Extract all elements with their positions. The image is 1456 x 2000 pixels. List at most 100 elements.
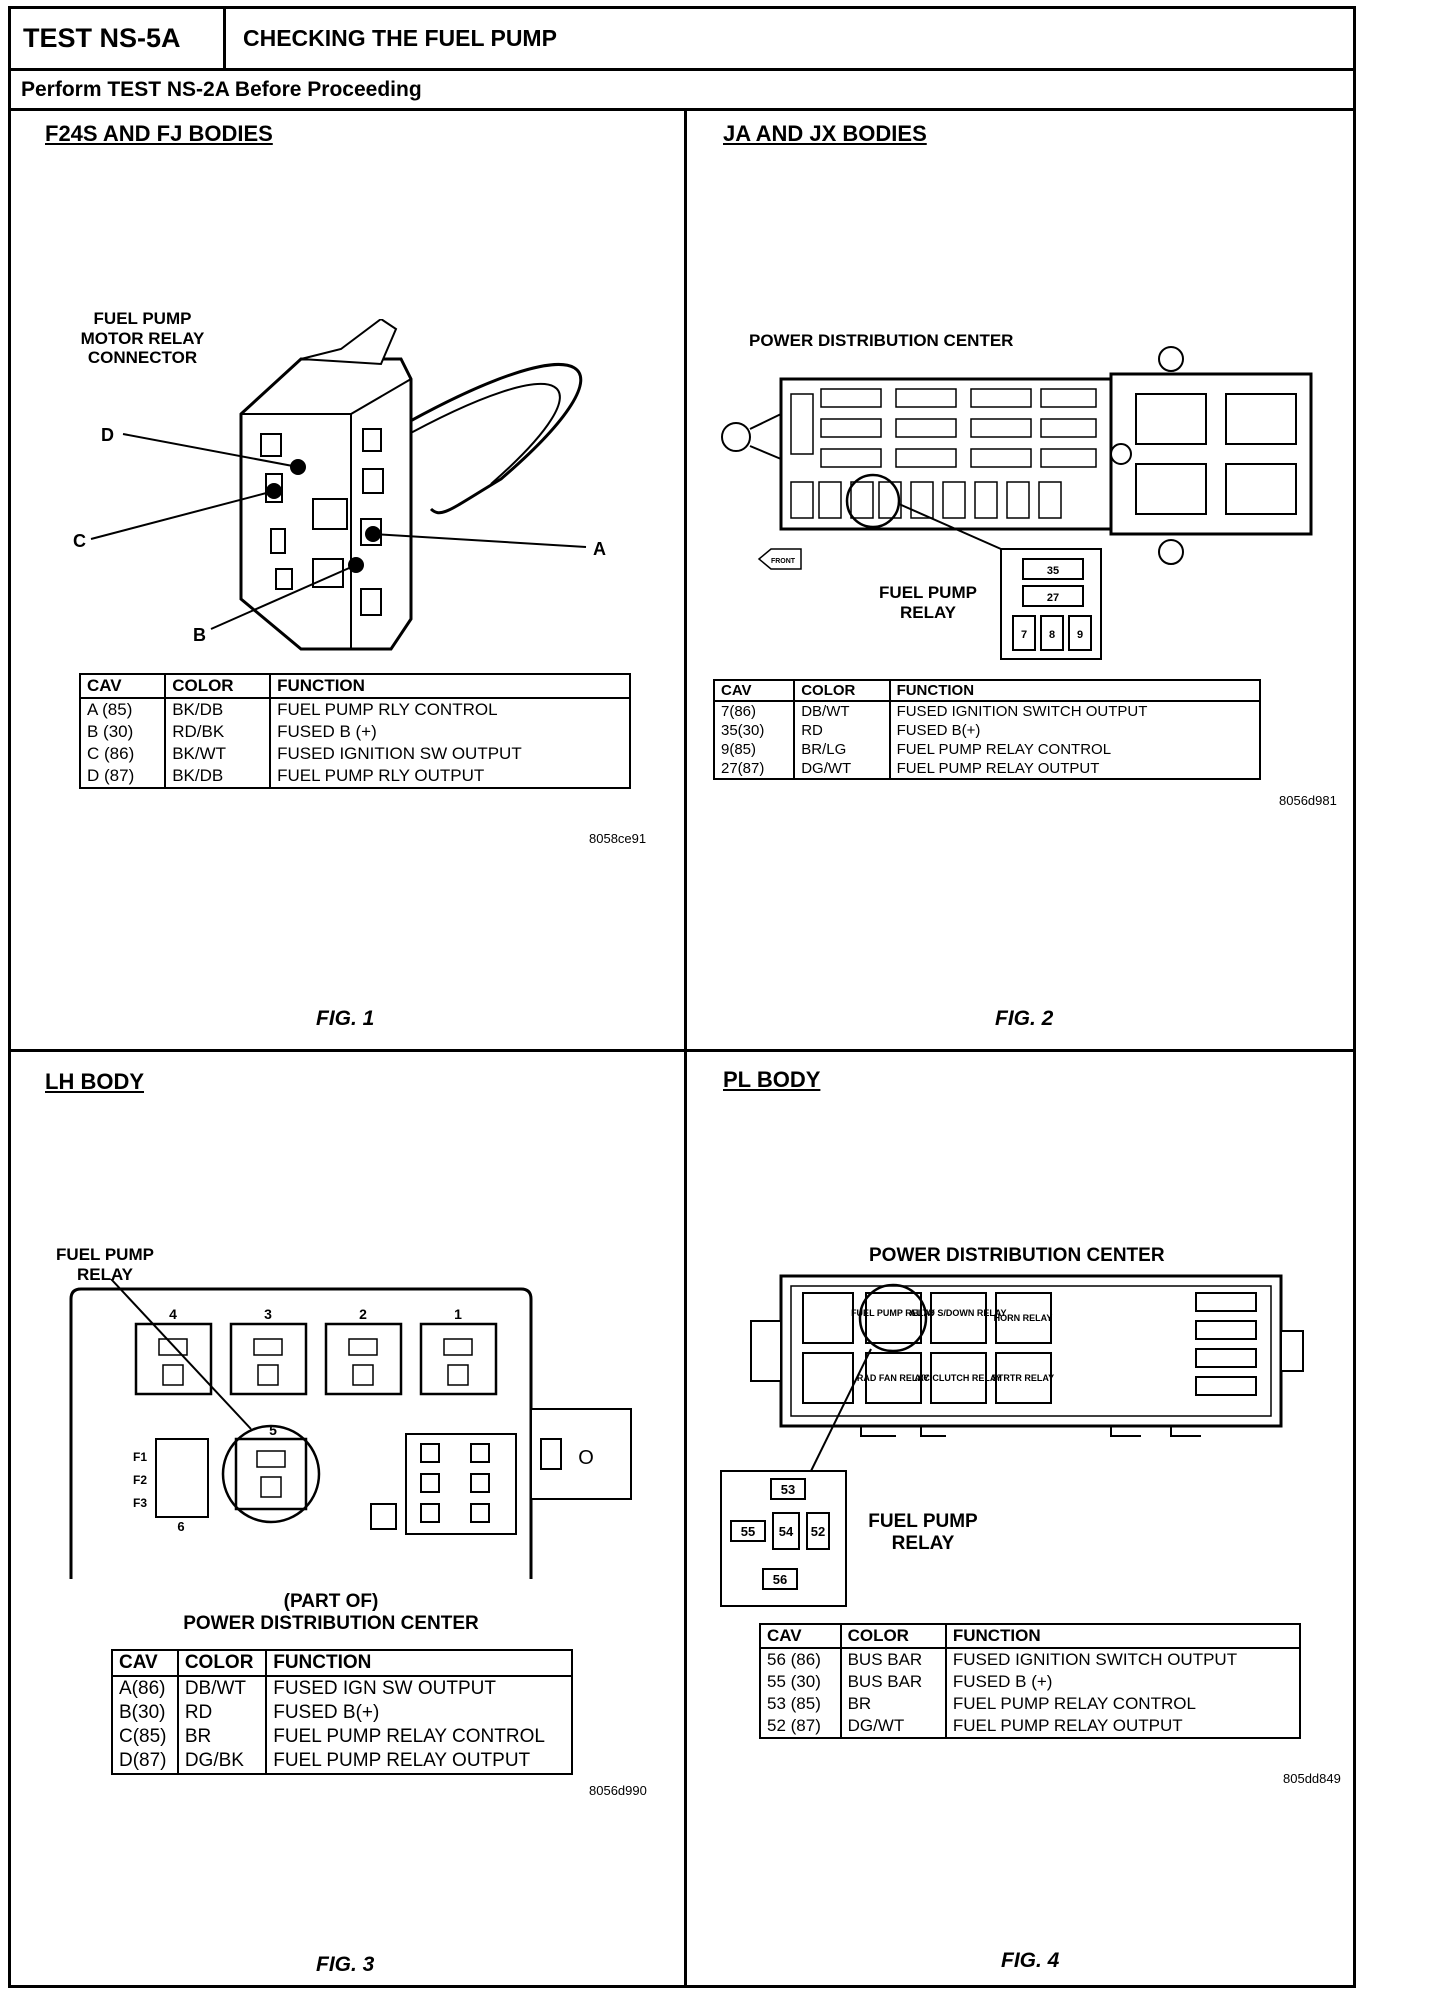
cell-cav: 56 (86) (767, 1650, 821, 1669)
table-row: D(87) DG/BK FUEL PUMP RELAY OUTPUT (112, 1749, 572, 1774)
relay-label-line1: FUEL PUMP (56, 1245, 154, 1264)
cell-color: BR/LG (793, 740, 890, 759)
pin-a-label: A (593, 539, 606, 559)
pin-c-label: C (73, 531, 86, 551)
table-row: 27(87) DG/WT FUEL PUMP RELAY OUTPUT (714, 759, 1260, 779)
table-row: 56 (86) BUS BAR FUSED IGNITION SWITCH OU… (760, 1648, 1300, 1671)
cell-color: RD (176, 1701, 267, 1725)
box-rad-fan: RAD FAN RELAY (857, 1373, 929, 1383)
f2-label: F2 (133, 1473, 147, 1487)
col-color: COLOR (176, 1650, 267, 1677)
cav-7-label: 7 (1021, 629, 1027, 641)
mount-tab-left (721, 422, 751, 452)
panel-4-code: 805dd849 (1283, 1771, 1341, 1786)
cell-color: DB/WT (793, 701, 890, 721)
panel-1-table: CAV COLOR FUNCTION A (85) BK/DB FUEL PUM… (79, 673, 631, 789)
cell-cav: D (87) (87, 766, 135, 785)
cell-cav: 27(87) (721, 760, 765, 777)
cell-cav: B (30) (87, 722, 134, 741)
cell-cav: C(85) (119, 1726, 167, 1747)
col-color: COLOR (793, 680, 890, 702)
cell-cav: D(87) (119, 1750, 167, 1771)
col-color: COLOR (164, 674, 271, 699)
front-label: FRONT (771, 558, 796, 565)
table-row: 55 (30) BUS BAR FUSED B (+) (760, 1671, 1300, 1693)
cell-cav: A(86) (119, 1678, 166, 1699)
relay-leader (810, 1348, 872, 1472)
col-function: FUNCTION (265, 1650, 572, 1677)
cell-function: FUEL PUMP RELAY CONTROL (888, 740, 1260, 759)
table-row: B(30) RD FUSED B(+) (112, 1701, 572, 1725)
panel-1-connector-label: FUEL PUMP MOTOR RELAY CONNECTOR (55, 309, 230, 368)
col-function: FUNCTION (944, 1624, 1300, 1649)
cav-54-label: 54 (779, 1524, 794, 1539)
fuel-pump-relay-highlight (845, 473, 901, 529)
cell-function: FUSED B (+) (269, 721, 630, 743)
slot-6-label: 6 (177, 1519, 184, 1534)
cell-cav: 55 (30) (767, 1672, 821, 1691)
pdc-label-line1: (PART OF) (283, 1591, 379, 1612)
cav-9-label: 9 (1077, 629, 1083, 641)
cell-cav: 9(85) (721, 741, 757, 758)
leader-b (210, 564, 357, 630)
cav-55-label: 55 (741, 1524, 755, 1539)
table-row: C (86) BK/WT FUSED IGNITION SW OUTPUT (80, 743, 630, 765)
panel-2-title: JA AND JX BODIES (723, 121, 927, 146)
relay-label-line2: RELAY (899, 602, 957, 622)
fuel-pump-relay-highlight (858, 1283, 928, 1353)
cell-function: FUSED IGNITION SWITCH OUTPUT (944, 1648, 1300, 1671)
panel-2-pdc-label: POWER DISTRIBUTION CENTER (749, 331, 1014, 350)
panel-2-code: 8056d981 (1279, 793, 1337, 808)
panel-3-table: CAV COLOR FUNCTION A(86) DB/WT FUSED IGN… (111, 1649, 573, 1775)
cell-color: BUS BAR (839, 1648, 946, 1671)
service-page: TEST NS-5A CHECKING THE FUEL PUMP Perfor… (8, 6, 1356, 1988)
table-row: 7(86) DB/WT FUSED IGNITION SWITCH OUTPUT (714, 701, 1260, 721)
cell-function: FUEL PUMP RELAY OUTPUT (944, 1715, 1300, 1738)
table-row: A (85) BK/DB FUEL PUMP RLY CONTROL (80, 698, 630, 721)
slot-5-label: 5 (269, 1422, 277, 1438)
test-id: TEST NS-5A (11, 9, 226, 68)
panel-2-pdc-diagram: 35 27 7 8 9 FRONT (721, 346, 1313, 660)
table-row: A(86) DB/WT FUSED IGN SW OUTPUT (112, 1676, 572, 1701)
relay-row (790, 481, 1062, 519)
relay-leader (110, 1279, 252, 1430)
cav-8-label: 8 (1049, 629, 1055, 641)
cell-function: FUEL PUMP RELAY OUTPUT (265, 1749, 572, 1774)
cell-color: BK/WT (164, 743, 271, 765)
panel-3-title: LH BODY (45, 1069, 144, 1094)
leader-d (122, 433, 299, 468)
cell-function: FUSED IGNITION SW OUTPUT (269, 743, 630, 765)
col-function: FUNCTION (888, 680, 1260, 702)
col-function: FUNCTION (269, 674, 630, 699)
table-row: D (87) BK/DB FUEL PUMP RLY OUTPUT (80, 765, 630, 788)
box-fuel-pump-relay: FUEL PUMP RELAY (851, 1308, 935, 1318)
fuel-pump-relay-highlight (221, 1424, 321, 1524)
relay-label-line2: RELAY (891, 1532, 955, 1554)
cav-52-label: 52 (811, 1524, 825, 1539)
box-ac-clutch: A/C CLUTCH RELAY (914, 1373, 1001, 1383)
test-header: TEST NS-5A CHECKING THE FUEL PUMP (11, 9, 1353, 71)
cav-53-label: 53 (781, 1482, 795, 1497)
panel-1-code: 8058ce91 (589, 831, 647, 846)
cell-color: RD/BK (164, 721, 271, 743)
table-row: 35(30) RD FUSED B(+) (714, 721, 1260, 740)
wire-harness-loop (395, 363, 583, 515)
cell-function: FUEL PUMP RLY OUTPUT (269, 765, 630, 788)
cell-function: FUEL PUMP RELAY CONTROL (265, 1725, 572, 1749)
cav-35-label: 35 (1047, 565, 1059, 577)
cell-function: FUEL PUMP RELAY CONTROL (944, 1693, 1300, 1715)
panel-1-fig-caption: FIG. 1 (316, 1007, 375, 1030)
f3-label: F3 (133, 1496, 147, 1510)
f1-label: F1 (133, 1450, 147, 1464)
slot-4-label: 4 (169, 1306, 177, 1322)
table-row: 9(85) BR/LG FUEL PUMP RELAY CONTROL (714, 740, 1260, 759)
connector-label-line2: MOTOR RELAY (80, 328, 205, 348)
cell-cav: 52 (87) (767, 1716, 821, 1735)
col-cav: CAV (714, 680, 795, 702)
panel-1-connector-diagram: D C A B (73, 319, 606, 651)
panel-4-pdc-diagram: FUEL PUMP RELAY AUTO S/DOWN RELAY HORN R… (720, 1274, 1304, 1607)
relay-blocks (802, 1292, 1257, 1404)
horizontal-divider (11, 1049, 1353, 1052)
box-auto-shutdown: AUTO S/DOWN RELAY (909, 1308, 1006, 1318)
svg-text:O: O (578, 1447, 594, 1469)
